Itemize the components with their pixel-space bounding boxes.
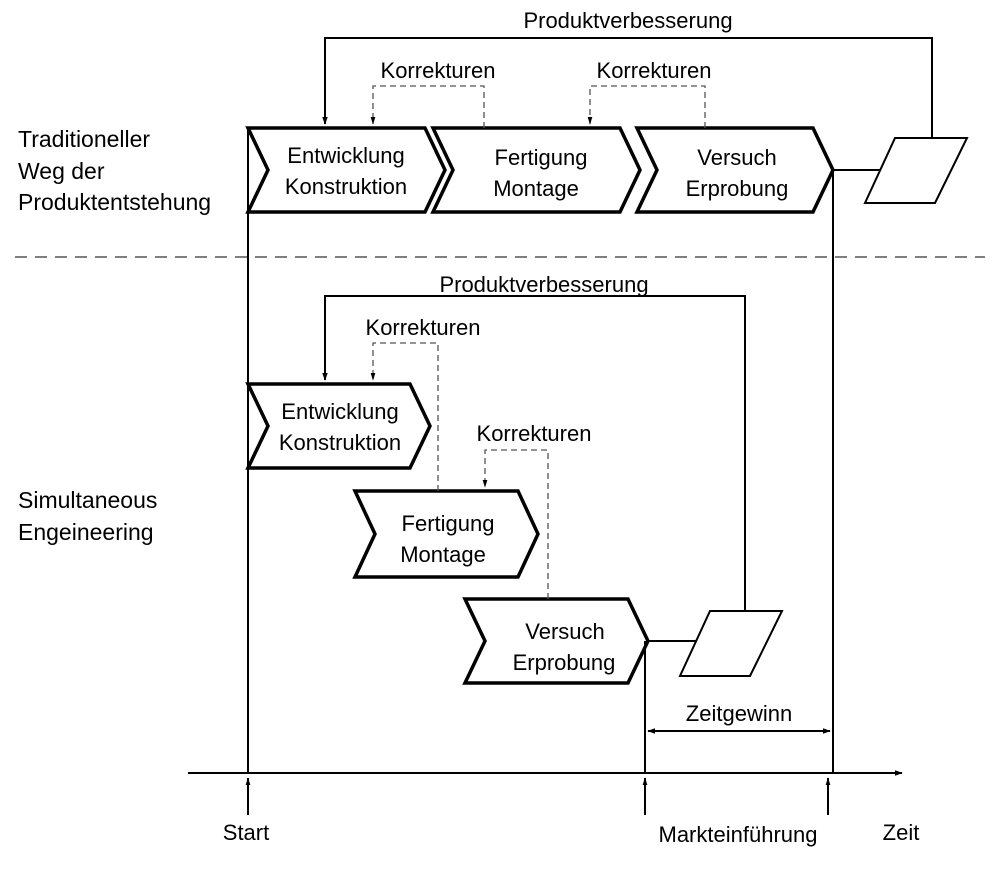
sim-step-2-line-1: Fertigung — [402, 511, 495, 536]
sim-correction-label-2: Korrekturen — [477, 421, 592, 446]
sim-step-2-line-2: Montage — [400, 542, 486, 567]
trad-step-testing — [634, 126, 835, 214]
sim-step-1-line-1: Entwicklung — [281, 399, 398, 424]
sim-step-testing — [462, 597, 650, 685]
sim-step-development — [245, 382, 432, 470]
traditional-label-line-3: Produktentstehung — [18, 189, 211, 215]
trad-product-output — [863, 137, 969, 204]
time-gain-label: Zeitgewinn — [686, 701, 792, 726]
sim-feedback-label: Produktverbesserung — [439, 272, 648, 297]
trad-step-manufacturing — [430, 126, 642, 214]
sim-correction-arrow-2 — [482, 449, 549, 599]
traditional-label-line-1: Traditioneller — [18, 126, 150, 152]
sim-step-3-line-1: Versuch — [525, 619, 605, 644]
trad-step-3-line-2: Erprobung — [686, 176, 789, 201]
sim-correction-arrow-1 — [370, 342, 439, 491]
trad-correction-arrow-2 — [587, 85, 706, 128]
sim-feedback-arrow — [322, 295, 746, 611]
sim-step-3-line-2: Erprobung — [513, 650, 616, 675]
trad-feedback-arrow — [322, 37, 933, 138]
simultaneous-label-line-1: Simultaneous — [18, 487, 157, 513]
simultaneous-label: Simultaneous Engeineering — [18, 487, 157, 545]
trad-correction-label-1: Korrekturen — [381, 58, 496, 83]
trad-feedback-label: Produktverbesserung — [523, 8, 732, 33]
trad-step-1-line-2: Konstruktion — [285, 174, 407, 199]
trad-step-development — [245, 126, 447, 214]
traditional-label: Traditioneller Weg der Produktentstehung — [18, 126, 211, 215]
simultaneous-label-line-2: Engeineering — [18, 519, 154, 545]
trad-step-2-line-1: Fertigung — [495, 145, 588, 170]
sim-product-output — [678, 610, 784, 677]
trad-step-2-line-2: Montage — [493, 176, 579, 201]
trad-correction-arrow-1 — [370, 85, 485, 128]
trad-step-3-line-1: Versuch — [697, 145, 777, 170]
trad-correction-label-2: Korrekturen — [597, 58, 712, 83]
time-axis-label: Zeit — [883, 820, 920, 845]
start-label: Start — [223, 820, 269, 845]
sim-correction-label-1: Korrekturen — [366, 315, 481, 340]
traditional-label-line-2: Weg der — [18, 158, 105, 184]
sim-step-manufacturing — [352, 489, 540, 579]
market-launch-label: Markteinführung — [659, 822, 818, 847]
trad-step-1-line-1: Entwicklung — [287, 143, 404, 168]
sim-step-1-line-2: Konstruktion — [279, 430, 401, 455]
